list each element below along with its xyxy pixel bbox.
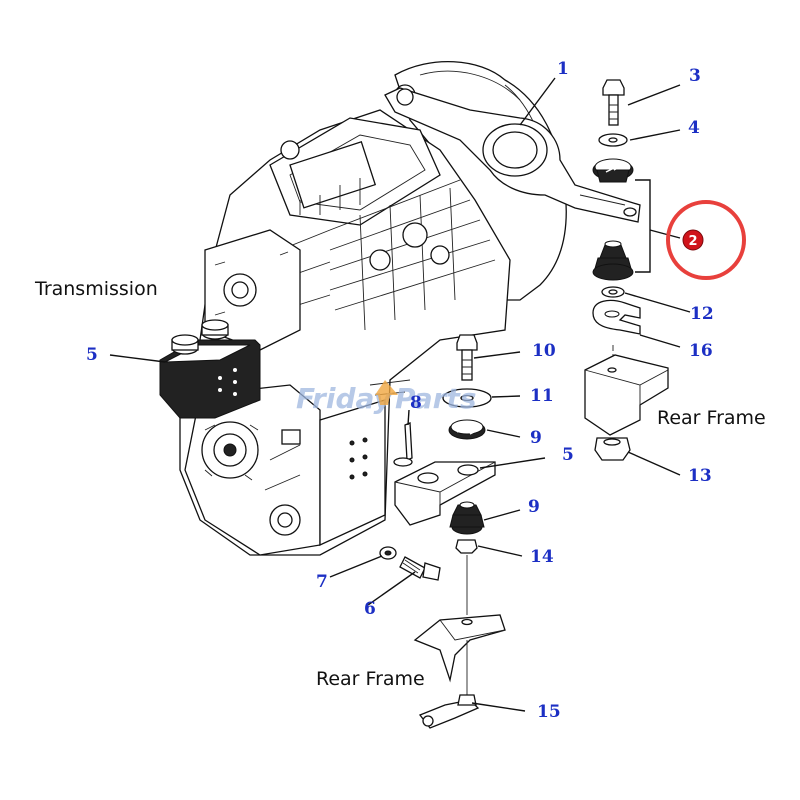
callout-5-center: 5 [562, 445, 574, 465]
callout-10: 10 [532, 341, 556, 361]
highlight-ring [666, 200, 746, 280]
callout-6: 6 [364, 599, 376, 619]
callout-7: 7 [316, 572, 328, 592]
callout-15: 15 [537, 702, 561, 722]
label-rear-frame-bottom: Rear Frame [316, 668, 425, 690]
transmission-drawing [179, 61, 567, 556]
right-mount-stack [584, 79, 681, 461]
watermark-logo-icon [375, 380, 398, 405]
watermark: Friday Parts [296, 380, 476, 415]
center-mount-stack [393, 334, 506, 729]
label-rear-frame-right: Rear Frame [657, 407, 766, 429]
area-labels: Transmission Rear Frame Rear Frame [34, 278, 766, 690]
callout-9-lower: 9 [528, 497, 540, 517]
callout-1: 1 [557, 59, 569, 79]
callout-2: 2 [688, 234, 697, 249]
mount-block-left-part [159, 319, 261, 419]
callout-9-upper: 9 [530, 428, 542, 448]
callout-14: 14 [530, 547, 554, 567]
callout-labels: 1 3 4 5 5 6 7 8 9 9 10 11 12 13 14 15 16 [86, 59, 714, 722]
mount-bracket-part [384, 87, 641, 223]
callout-16: 16 [689, 341, 713, 361]
watermark-text-2: Parts [395, 382, 476, 415]
callout-4: 4 [688, 118, 700, 138]
watermark-text-1: Friday [296, 382, 394, 415]
callout-13: 13 [688, 466, 712, 486]
callout-5-left: 5 [86, 345, 98, 365]
highlight-part-2: 2 [666, 200, 746, 280]
highlight-badge [682, 229, 704, 251]
callout-3: 3 [689, 66, 701, 86]
callout-11: 11 [530, 386, 554, 406]
label-transmission: Transmission [34, 278, 158, 300]
callout-12: 12 [690, 304, 714, 324]
bolt-washer-lower-left [379, 546, 441, 581]
callout-8: 8 [410, 393, 422, 413]
leader-lines [109, 77, 691, 712]
